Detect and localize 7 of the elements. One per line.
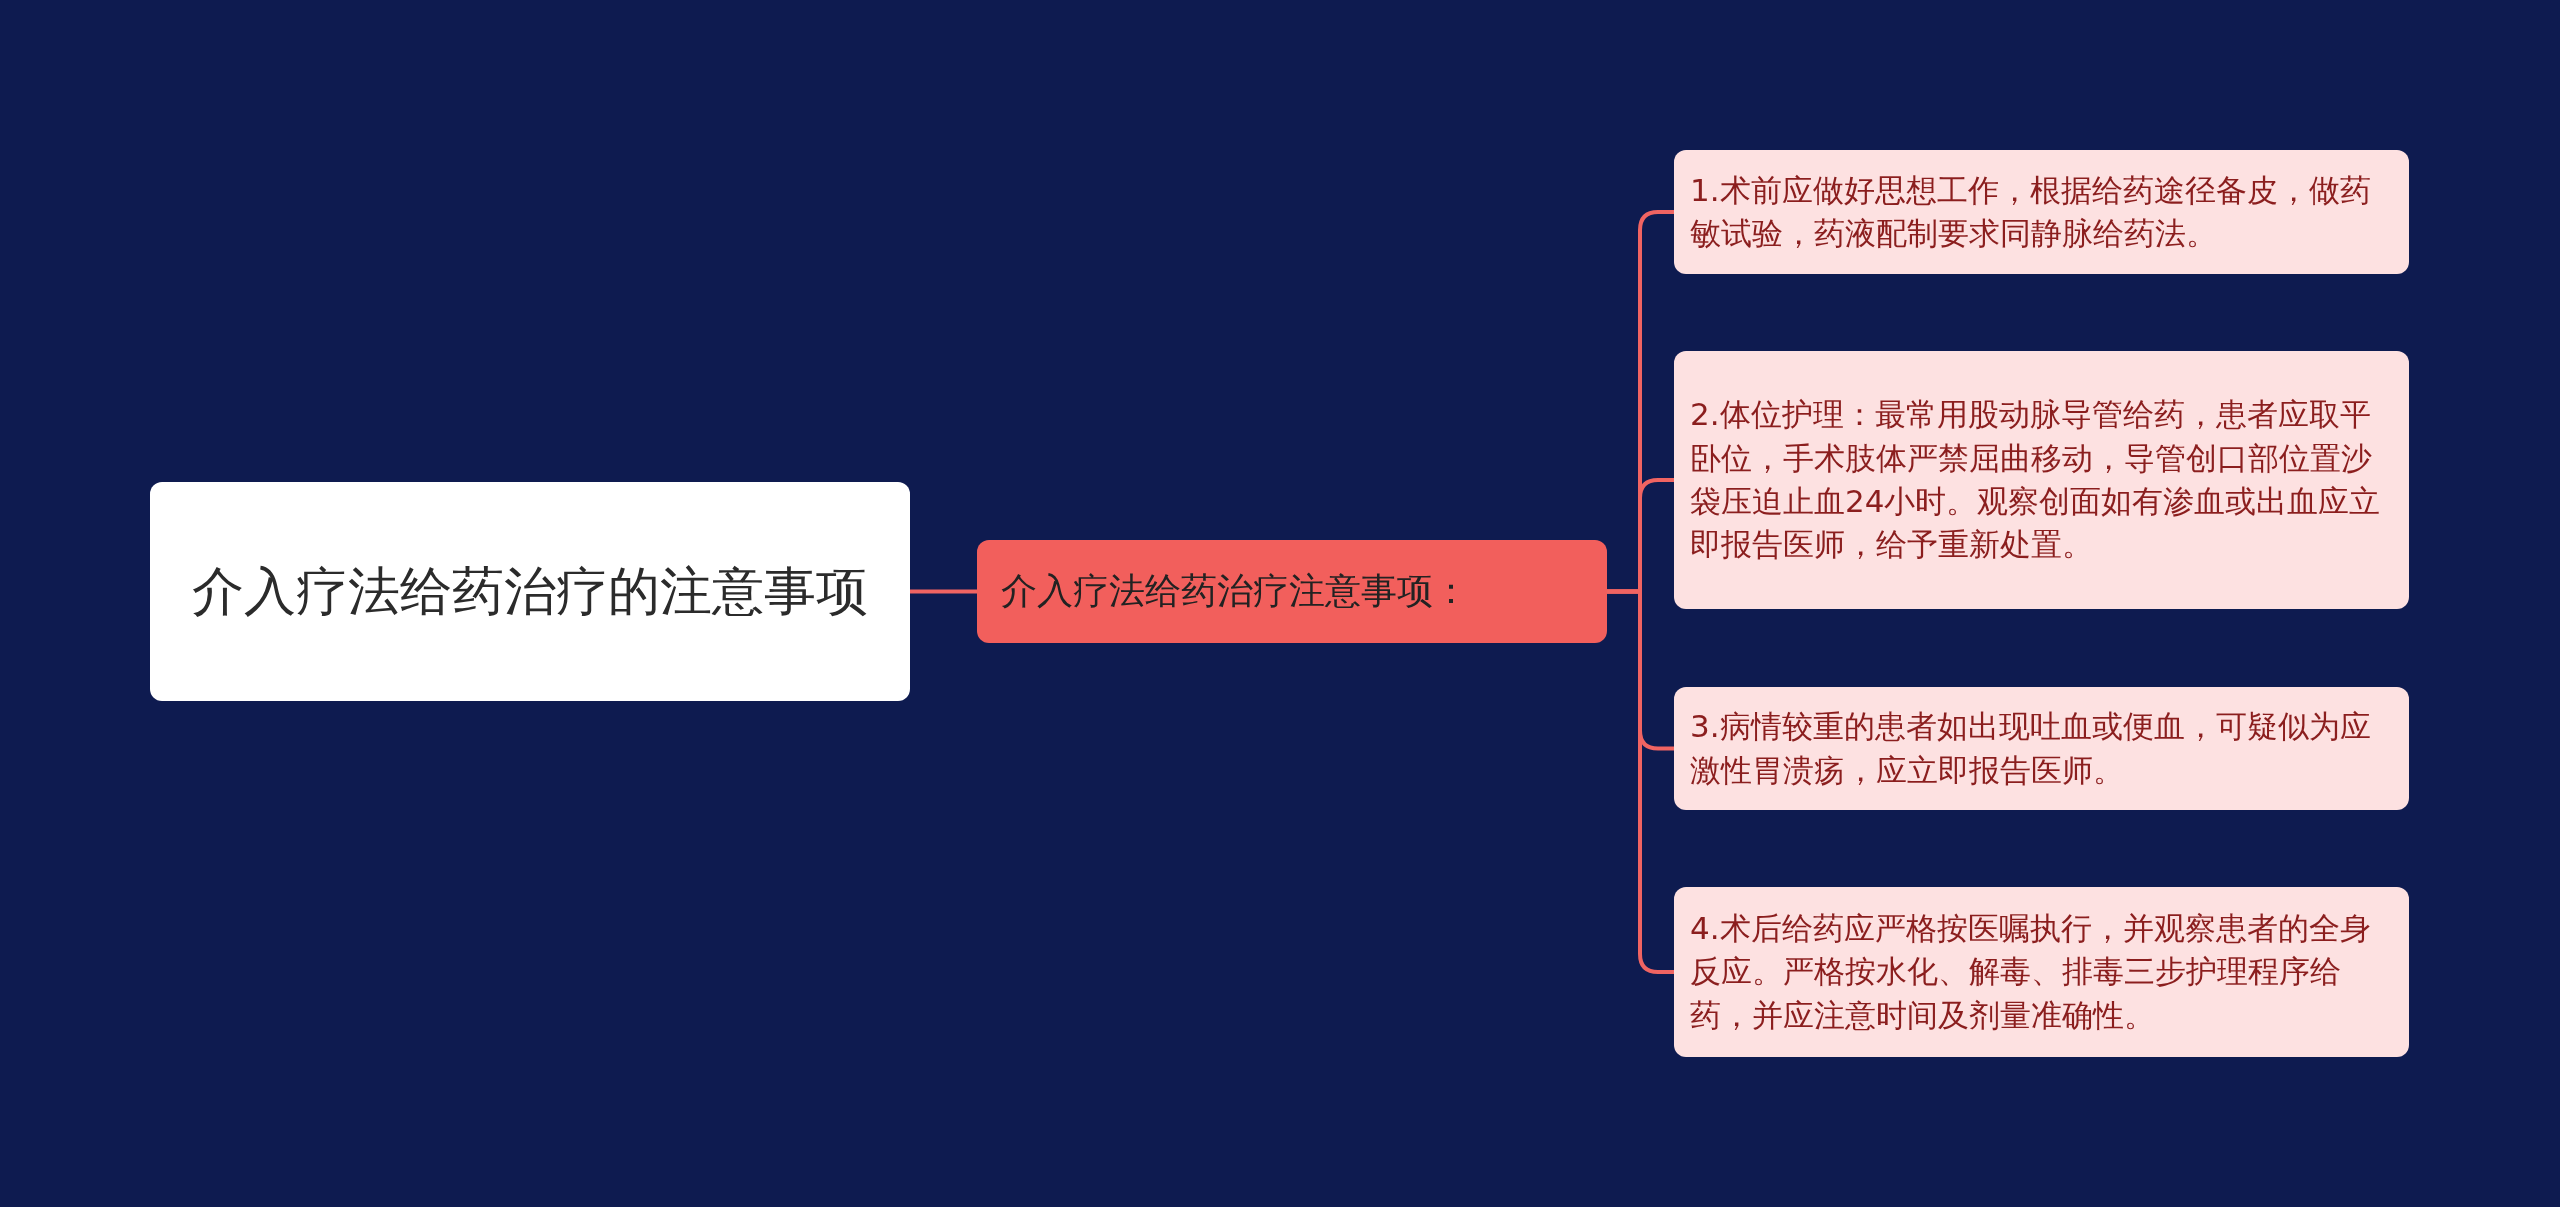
note-box: 2.体位护理：最常用股动脉导管给药，患者应取平卧位，手术肢体严禁屈曲移动，导管创口部位置沙袋压迫止血24小时。观察创面如有渗血或出血应立即报告医师，给予重新处置。 (1674, 351, 2409, 609)
note-box: 3.病情较重的患者如出现吐血或便血，可疑似为应激性胃溃疡，应立即报告医师。 (1674, 687, 2409, 810)
connector-line (910, 589, 977, 594)
note-box: 1.术前应做好思想工作，根据给药途径备皮，做药敏试验，药液配制要求同静脉给药法。 (1674, 150, 2409, 274)
note-box: 4.术后给药应严格按医嘱执行，并观察患者的全身反应。严格按水化、解毒、排毒三步护理程序给药，并应注意时间及剂量准确性。 (1674, 887, 2409, 1057)
subtopic-box: 介入疗法给药治疗注意事项： (977, 540, 1607, 643)
topic-box: 介入疗法给药治疗的注意事项 (150, 482, 910, 701)
